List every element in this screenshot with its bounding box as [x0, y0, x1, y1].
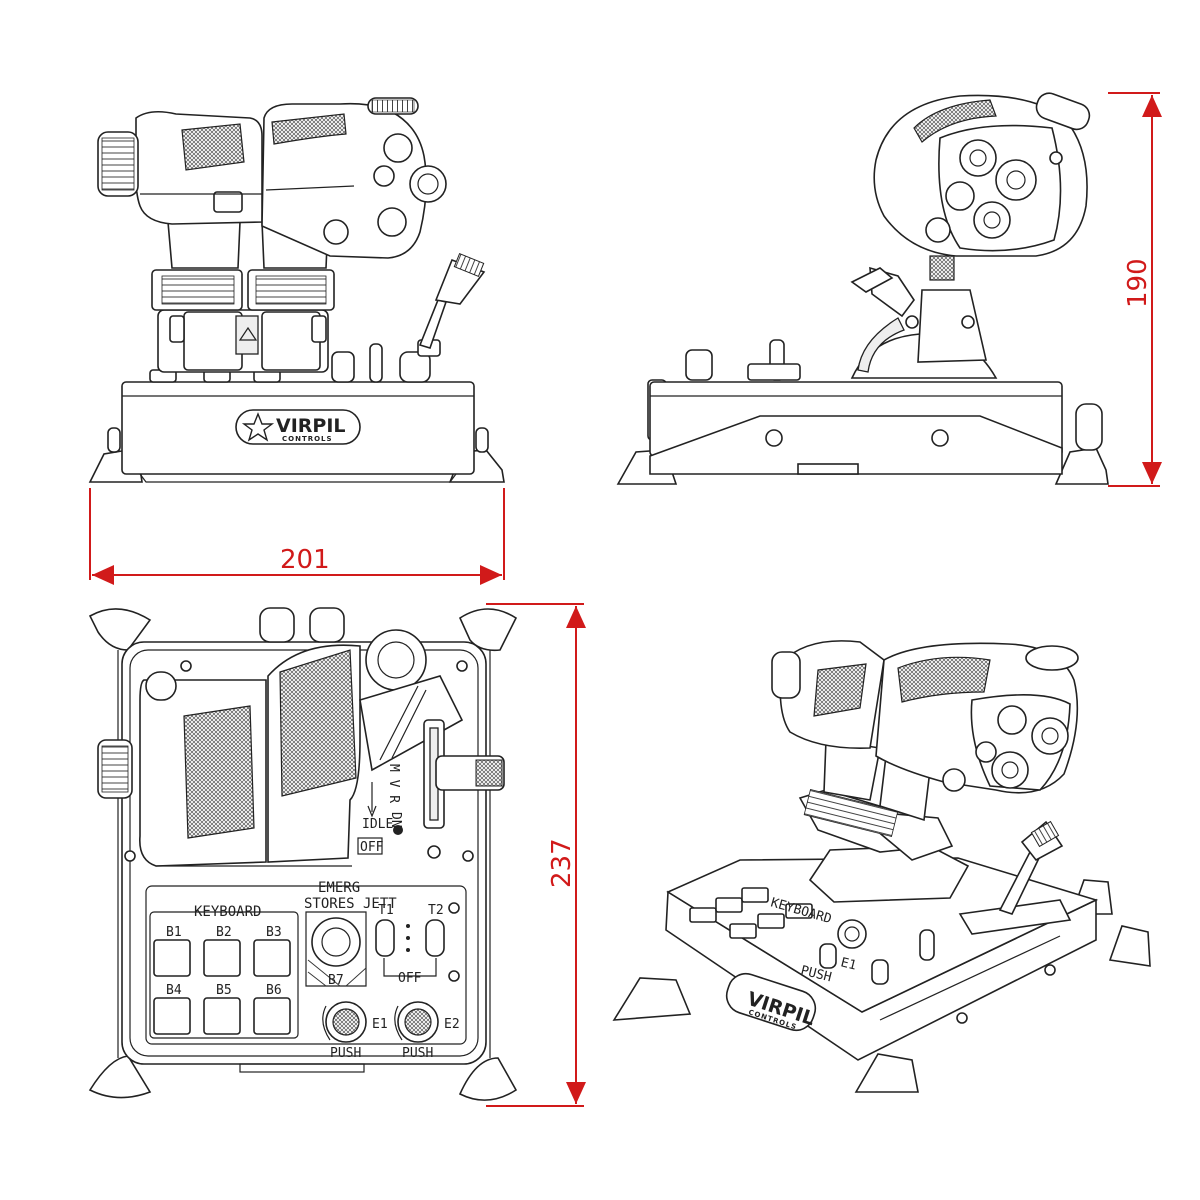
dimension-depth-label: 237 [547, 838, 577, 888]
stores-jett-label: STORES JETT [304, 896, 397, 912]
e1-push-label: PUSH [330, 1046, 361, 1061]
b5-label: B5 [216, 983, 232, 998]
e2-label: E2 [444, 1017, 460, 1032]
t2-toggle[interactable] [425, 919, 445, 957]
b4-label: B4 [166, 983, 182, 998]
t2-label: T2 [428, 903, 444, 918]
b2-label: B2 [216, 925, 232, 940]
b6-button[interactable] [253, 997, 291, 1035]
iso-e1-label: E1 [839, 955, 858, 973]
b6-label: B6 [266, 983, 282, 998]
dimension-width-label: 201 [280, 545, 330, 575]
b2-button[interactable] [203, 939, 241, 977]
front-view: VIRPIL CONTROLS [88, 97, 505, 585]
b3-button[interactable] [253, 939, 291, 977]
side-view: 190 [616, 92, 1162, 487]
toggle-off-label: OFF [398, 971, 422, 986]
iso-push-label: PUSH [799, 963, 833, 985]
b7-label: B7 [328, 973, 344, 988]
idle-off-label: OFF [360, 840, 384, 855]
b4-button[interactable] [153, 997, 191, 1035]
e2-push-label: PUSH [402, 1046, 433, 1061]
t1-toggle[interactable] [375, 919, 395, 957]
t1-label: T1 [378, 903, 394, 918]
b3-label: B3 [266, 925, 282, 940]
emerg-jett-area: B7 [305, 911, 367, 988]
keyboard-buttons: B1 B2 B3 B4 B5 B6 [153, 925, 291, 1035]
dimension-height-label: 190 [1123, 258, 1153, 308]
emerg-label: EMERG [318, 880, 360, 896]
top-view: IDLE OFF M V R DN EMERG STORES JETT KEYB… [88, 603, 586, 1107]
b7-button[interactable] [311, 917, 361, 967]
keyboard-label: KEYBOARD [194, 904, 261, 920]
b1-button[interactable] [153, 939, 191, 977]
brand-logo-text: VIRPIL [276, 415, 346, 437]
e1-label: E1 [372, 1017, 388, 1032]
b1-label: B1 [166, 925, 182, 940]
b5-button[interactable] [203, 997, 241, 1035]
dn-label: DN [388, 812, 403, 828]
mvr-label: M V R [386, 764, 401, 803]
brand-logo-subtext: CONTROLS [282, 435, 333, 443]
idle-label: IDLE [362, 817, 393, 832]
isometric-view: VIRPIL CONTROLS KEYBOARD PUSH E1 [612, 640, 1151, 1093]
